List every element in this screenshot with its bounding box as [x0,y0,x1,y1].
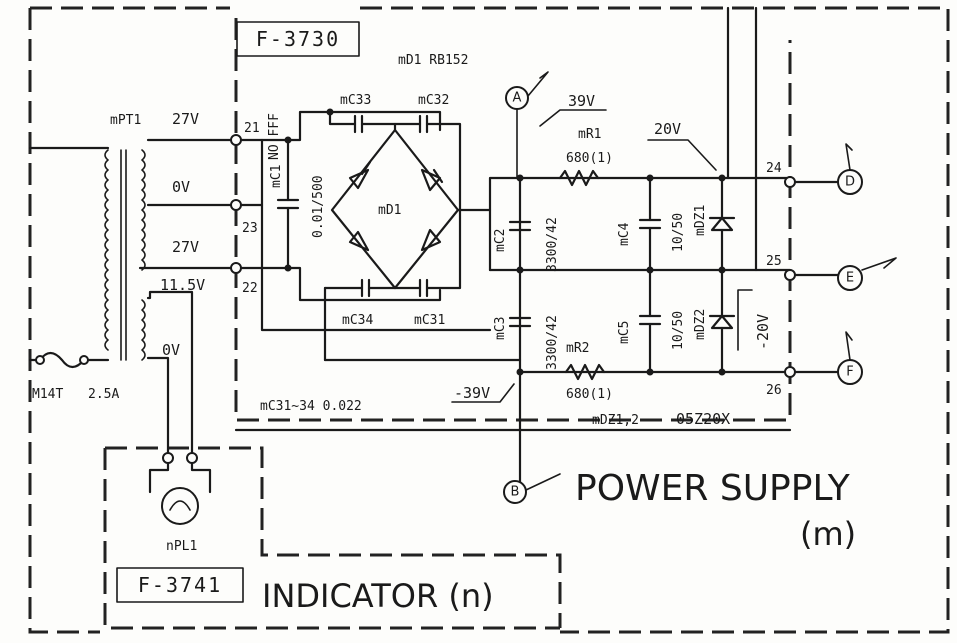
wire-bridge-pos [456,176,522,212]
tp-d-label: D [845,175,855,190]
voltage-39v-annotation [539,109,607,127]
resistor-mr2 [564,363,606,381]
mc33-label: mC33 [340,93,371,108]
voltage-m20v: -20V [754,314,772,350]
voltage-20v-annotation [647,139,717,171]
fl-label: NO FFF [267,113,282,160]
mc1-value: 0.01/500 [311,175,326,238]
pin-24 [784,176,796,188]
mc4-value: 10/50 [671,213,686,252]
pin-23-label: 23 [242,221,258,236]
fuse-m14t [35,351,110,369]
test-point-d: D [837,143,863,195]
pin-24-label: 24 [766,161,782,176]
mc2-label: mC2 [493,229,508,252]
test-point-a: A [505,71,549,179]
tp-e-label: E [846,271,854,286]
section-title-power-supply: POWER SUPPLY [575,468,851,509]
mc34-label: mC34 [342,313,373,328]
board-id-indicator: F-3741 [116,567,244,603]
mc32-label: mC32 [418,93,449,108]
lamp-label: nPL1 [166,539,197,554]
transformer-label: mPT1 [110,113,141,128]
tp-b-label: B [511,485,520,500]
board-id-indicator-text: F-3741 [138,573,222,597]
board-outline-indicator [103,446,562,630]
mc3-label: mC3 [493,317,508,340]
test-point-f: F [837,331,863,385]
pin-22 [230,262,242,274]
pin-26 [784,366,796,378]
capacitor-mc3 [508,266,532,376]
mr2-value: 680(1) [566,387,613,402]
section-subtitle-power-supply: (m) [800,515,856,553]
section-title-indicator: INDICATOR (n) [262,577,494,615]
wire-sec-11v5 [146,290,194,452]
bridge-label: mD1 [378,203,401,218]
tp-a-label: A [513,91,522,106]
pin-21-label: 21 [244,121,260,136]
test-point-b: B [503,473,561,504]
mc1-label: mC1 [269,165,284,188]
capacitor-mc5 [638,268,662,376]
mc5-label: mC5 [617,321,632,344]
pin-25-label: 25 [766,254,782,269]
capacitor-mc34 [323,278,397,298]
bridge-pack-label: mD1 RB152 [398,53,468,68]
mr1-label: mR1 [578,127,601,142]
mc5-value: 10/50 [671,311,686,350]
tp-f-label: F [846,365,853,380]
wire-23-link [239,138,264,207]
mdz2-label: mDZ2 [693,309,708,340]
board-outline-main [28,6,950,634]
capacitor-mc2 [508,174,532,232]
voltage-0v-b: 0V [162,341,180,359]
test-point-e: E [837,257,897,291]
zener-mdz1 [708,174,736,274]
resistor-mr1 [558,169,600,187]
voltage-11v5: 11.5V [160,276,205,294]
caps-note: mC31~34 0.022 [260,399,362,414]
mc2-value: 3300/42 [545,217,560,272]
wire-22-bot [239,266,442,302]
voltage-39v: 39V [568,92,595,110]
voltage-27v-top: 27V [172,110,199,128]
pin-26-label: 26 [766,383,782,398]
voltage-m20v-annotation [737,289,753,351]
voltage-m39v-annotation [451,383,515,403]
transformer-mpt1 [104,149,146,361]
wire-21-top [239,110,442,142]
pin-22-label: 22 [242,281,258,296]
board-id-main: F-3730 [236,21,360,57]
capacitor-mc4 [638,174,662,274]
pin-21 [230,134,242,146]
mdz1-label: mDZ1 [693,205,708,236]
board-id-main-text: F-3730 [256,27,340,51]
capacitor-mc32 [393,114,462,212]
mr2-label: mR2 [566,341,589,356]
zener-note: mDZ1,2 [592,413,639,428]
mr1-value: 680(1) [566,151,613,166]
pin-23 [230,199,242,211]
zener-mdz2 [708,268,736,376]
indicator-lamp-npl1 [148,448,212,525]
fuse-label: M14T [32,387,63,402]
mc4-label: mC4 [617,222,632,246]
capacitor-mc1 [276,136,300,272]
zener-part: 05Z20X [676,410,730,428]
voltage-m39v: -39V [454,384,490,402]
mc31-label: mC31 [414,313,445,328]
voltage-0v: 0V [172,178,190,196]
voltage-27v-bot: 27V [172,238,199,256]
pin-25 [784,269,796,281]
voltage-20v: 20V [654,120,681,138]
wire-center-tap [260,203,492,332]
capacitor-mc31 [393,208,462,298]
fuse-rating: 2.5A [88,387,119,402]
mc3-value: 3300/42 [545,315,560,370]
wire-sec-0v-b [146,356,170,452]
